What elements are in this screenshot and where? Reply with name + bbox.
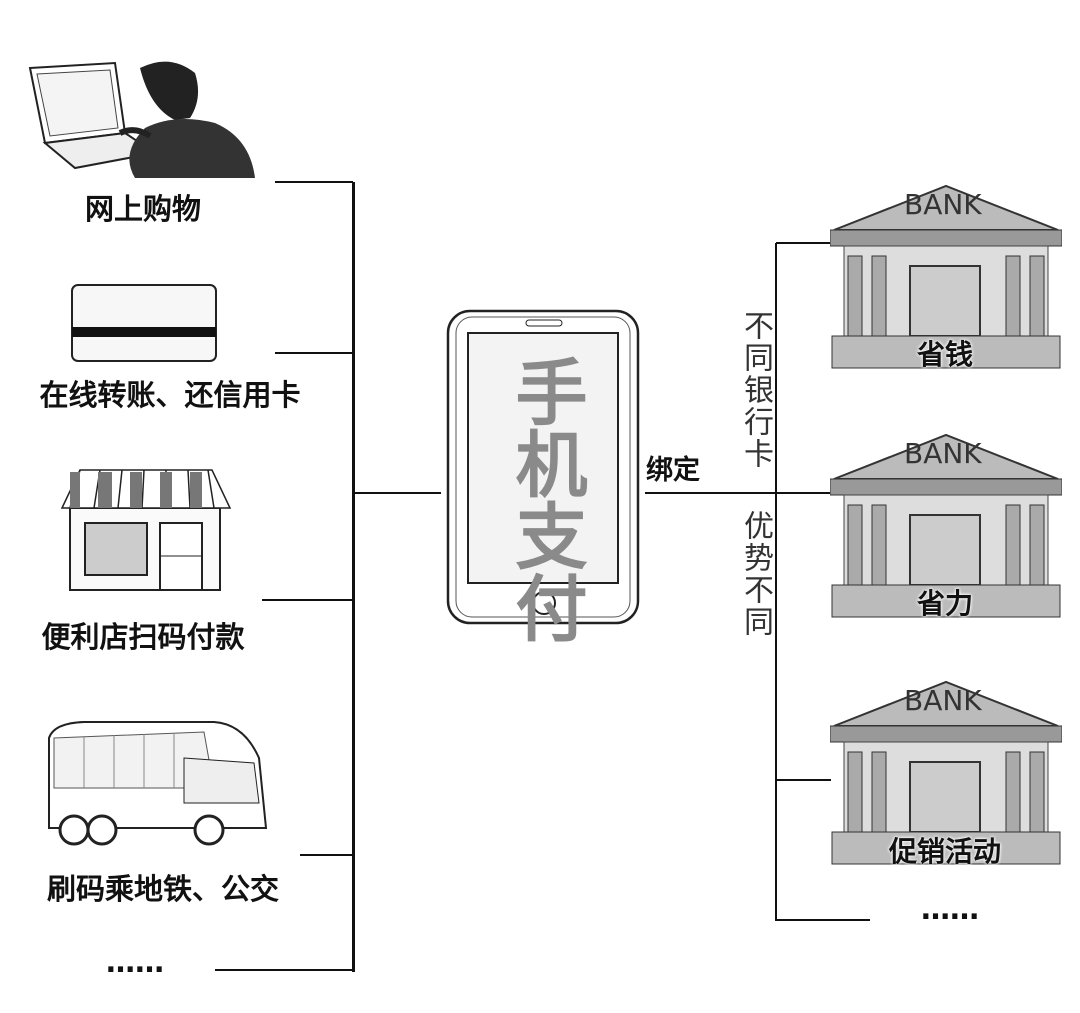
note-different-advantages: 优势不同 xyxy=(738,510,773,638)
connector-line xyxy=(300,854,353,856)
bank-card-icon xyxy=(71,284,217,362)
bank-building: BANK xyxy=(829,433,1063,619)
bank-icon xyxy=(829,680,1063,865)
store-icon xyxy=(60,469,232,591)
bank-sign: BANK xyxy=(904,437,982,470)
connector-line xyxy=(275,181,353,183)
bank-sign: BANK xyxy=(904,188,982,221)
bank-label: 促销活动 xyxy=(888,835,1002,868)
bank-label: 省力 xyxy=(916,587,974,620)
connector-line xyxy=(776,242,831,244)
note-different-cards: 不同银行卡 xyxy=(738,310,773,470)
smartphone-icon xyxy=(446,309,640,625)
bank-building: BANK xyxy=(829,184,1063,370)
bank-icon xyxy=(829,184,1063,369)
connector-line xyxy=(275,352,353,354)
left-bracket-vertical xyxy=(352,182,355,972)
connector-line xyxy=(215,969,353,971)
right-bracket-vertical xyxy=(775,243,777,921)
phone-screen-text: 手机支付 xyxy=(503,355,587,643)
bind-label: 绑定 xyxy=(646,455,700,486)
left-more-label: …… xyxy=(106,945,164,979)
connector-line xyxy=(776,779,831,781)
bank-sign: BANK xyxy=(904,684,982,717)
bank-building: BANK xyxy=(829,680,1063,866)
person-laptop-icon xyxy=(28,61,255,178)
bank-label: 省钱 xyxy=(916,338,974,371)
connector-line xyxy=(776,919,870,921)
bus-icon xyxy=(48,721,268,846)
left-item-label: 在线转账、还信用卡 xyxy=(39,378,301,412)
connector-line xyxy=(645,492,832,494)
connector-line xyxy=(353,492,441,494)
connector-line xyxy=(262,599,353,601)
left-item-label: 网上购物 xyxy=(84,192,202,226)
bank-icon xyxy=(829,433,1063,618)
left-item-label: 刷码乘地铁、公交 xyxy=(46,872,280,906)
right-more-label: …… xyxy=(921,892,979,926)
left-item-label: 便利店扫码付款 xyxy=(41,620,245,654)
